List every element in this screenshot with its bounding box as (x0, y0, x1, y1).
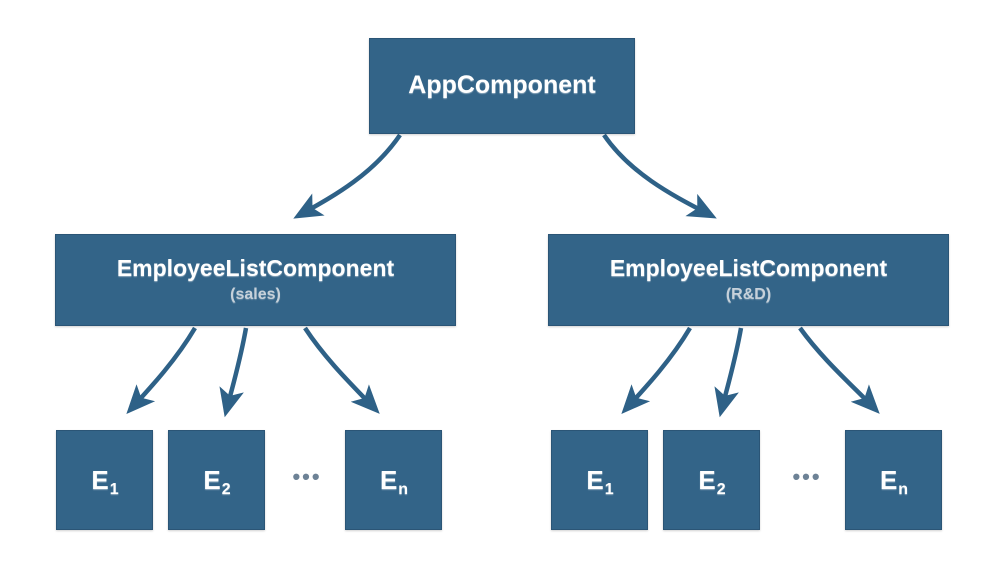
ellipsis-left: ••• (292, 464, 322, 489)
employee-base-letter: E (91, 464, 109, 495)
node-employee-right-2-label: E2 (698, 464, 726, 498)
edge-sales-to-emp-n (303, 326, 380, 414)
edge-sales-to-emp-1 (126, 326, 197, 414)
edge-app-to-sales (293, 133, 402, 219)
employee-base-letter: E (379, 464, 398, 495)
node-employee-left-2-label: E2 (203, 464, 231, 498)
node-employee-left-2[interactable]: E2 (168, 430, 265, 530)
node-employee-list-sales-label: EmployeeListComponent (116, 255, 395, 282)
node-app-component-label: AppComponent (408, 71, 596, 100)
node-employee-list-rd[interactable]: EmployeeListComponent (R&D) (548, 234, 949, 326)
employee-index: 1 (604, 480, 614, 498)
node-employee-right-2[interactable]: E2 (663, 430, 760, 530)
employee-base-letter: E (203, 464, 221, 495)
node-employee-list-sales-subtitle: (sales) (230, 286, 281, 304)
node-employee-left-1-label: E1 (91, 464, 119, 498)
employee-index: 2 (221, 480, 231, 498)
node-app-component[interactable]: AppComponent (369, 38, 635, 134)
employee-base-letter: E (586, 464, 604, 495)
node-employee-right-1[interactable]: E1 (551, 430, 648, 530)
employee-index: 2 (716, 480, 726, 498)
employee-index: n (898, 480, 909, 498)
node-employee-list-rd-subtitle: (R&D) (725, 286, 772, 304)
edge-rd-to-emp-n (798, 326, 880, 414)
node-employee-list-rd-label: EmployeeListComponent (609, 255, 888, 282)
node-employee-left-n-label: En (379, 464, 409, 498)
node-employee-right-n[interactable]: En (845, 430, 942, 530)
employee-index: n (398, 480, 409, 498)
node-employee-list-sales[interactable]: EmployeeListComponent (sales) (55, 234, 456, 326)
edge-rd-to-emp-2 (714, 327, 744, 418)
node-employee-right-n-label: En (879, 464, 909, 498)
employee-index: 1 (109, 480, 119, 498)
edge-sales-to-emp-2 (219, 327, 249, 418)
node-employee-left-1[interactable]: E1 (56, 430, 153, 530)
employee-base-letter: E (879, 464, 898, 495)
edge-rd-to-emp-1 (621, 326, 692, 414)
node-employee-left-n[interactable]: En (345, 430, 442, 530)
edge-app-to-rd (602, 133, 717, 219)
employee-base-letter: E (698, 464, 716, 495)
ellipsis-right: ••• (792, 464, 822, 489)
node-employee-right-1-label: E1 (586, 464, 614, 498)
